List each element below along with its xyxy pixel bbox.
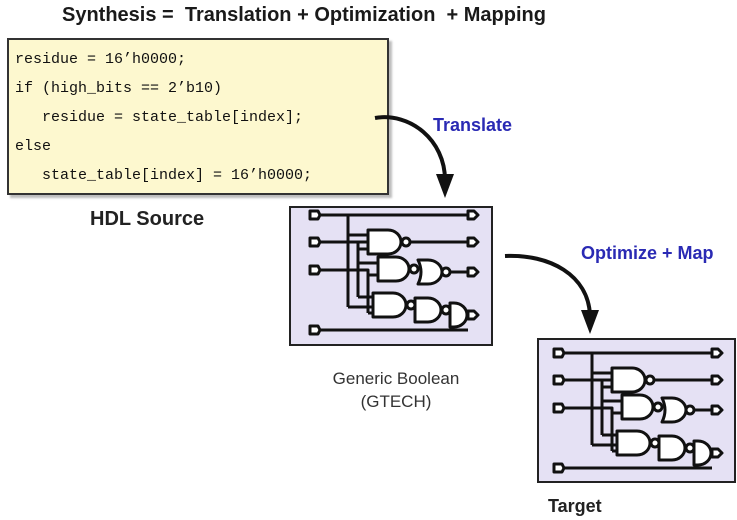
translate-arrowhead	[436, 174, 454, 198]
optimize-arrowhead	[581, 310, 599, 334]
optimize-arrow	[504, 253, 592, 316]
translate-label: Translate	[433, 115, 513, 135]
code-line: if (high_bits == 2’b10)	[15, 80, 223, 97]
generic-boolean-label: Generic Boolean (GTECH)	[306, 367, 486, 413]
translate-arrow	[374, 115, 447, 181]
code-line: else	[15, 138, 52, 155]
code-line: residue = state_table[index];	[15, 109, 304, 126]
generic-boolean-line1: Generic Boolean	[332, 369, 460, 388]
generic-boolean-line2: (GTECH)	[360, 392, 432, 411]
hdl-source-label: HDL Source	[90, 208, 205, 230]
target-label: Target	[548, 496, 602, 516]
diagram-title: Synthesis = Translation + Optimization +…	[62, 4, 546, 26]
optimize-map-label: Optimize + Map	[581, 243, 714, 263]
code-line: state_table[index] = 16’h0000;	[15, 167, 313, 184]
code-line: residue = 16’h0000;	[15, 51, 187, 68]
